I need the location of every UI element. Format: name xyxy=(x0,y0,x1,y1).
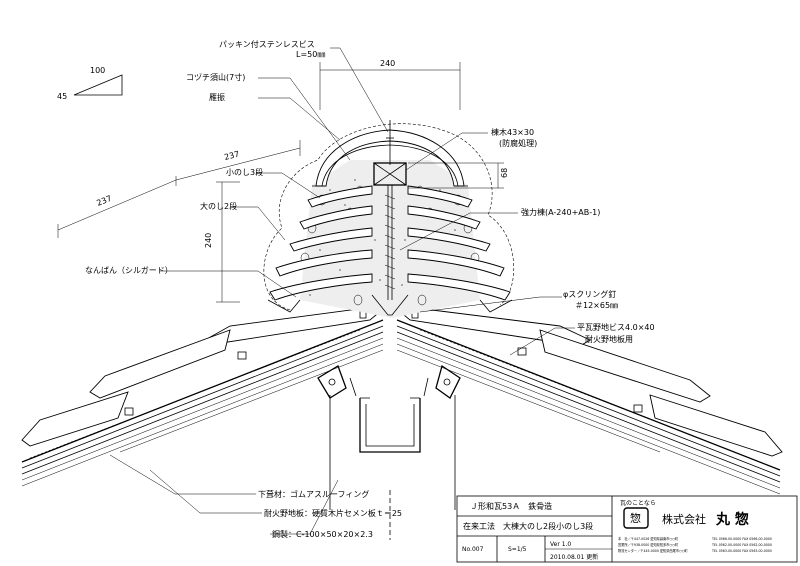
label-flat-screw: 平瓦野地ビス4.0×40 xyxy=(577,322,655,332)
title-version: Ver 1.0 xyxy=(550,541,571,548)
address-line-1: 本 社／〒447-0026 愛知県碧南市○○町 xyxy=(618,536,679,541)
title-date: 2010.08.01 更新 xyxy=(550,553,598,561)
label-nanban: なんばん（シルガード） xyxy=(85,265,173,275)
roof-structure xyxy=(21,304,783,495)
title-product: Ｊ形和瓦53Ａ 鉄骨造 xyxy=(470,501,552,511)
logo-char: 惣 xyxy=(630,511,641,525)
callout-labels: パッキン付ステンレスビス L=50㎜ コヅチ須山(7寸) 雁振 小のし3段 大の… xyxy=(85,39,655,539)
title-block: Ｊ形和瓦53Ａ 鉄骨造 在来工法 大棟大のし2段小のし3段 No.007 S=1… xyxy=(456,495,798,563)
label-screw-nail: φスクリング釘 xyxy=(563,289,616,299)
logo-caption: 瓦のことなら xyxy=(620,500,656,507)
company-logo: 瓦のことなら 惣 xyxy=(620,500,656,529)
dimension-slope-upper: 237 xyxy=(223,150,240,162)
label-konoshi: 小のし3段 xyxy=(226,167,263,177)
label-fireboard: 耐火野地板：硬質木片セメン板ｔ＝25 xyxy=(264,508,402,518)
ridge-beam xyxy=(371,120,409,316)
label-steel: 鋼製：C-100×50×20×2.3 xyxy=(272,529,373,539)
steel-c-channel xyxy=(317,364,461,540)
triangle-run-label: 100 xyxy=(90,66,105,75)
dimension-slope-lower: 237 xyxy=(95,194,113,208)
phone-line-1: TEL 0566-00-0000 FAX 0566-00-0000 xyxy=(711,537,772,541)
title-drawing-no: No.007 xyxy=(462,546,484,553)
address-line-2: 営業所／〒938-0000 愛知県知多市○○町 xyxy=(618,542,679,547)
dimension-stack-height: 240 xyxy=(204,233,213,248)
label-screw: パッキン付ステンレスビス xyxy=(219,39,315,49)
dimension-beam-height: 68 xyxy=(500,168,509,178)
label-screw-nail-size: ＃12×65㎜ xyxy=(575,301,618,310)
label-kyoryokumune: 強力棟(A-240+AB-1) xyxy=(521,207,600,217)
label-ganburi: 雁振 xyxy=(209,92,225,102)
label-kozuchi: コヅチ須山(7寸) xyxy=(186,72,245,82)
company-type: 株式会社 xyxy=(662,512,706,526)
title-method: 在来工法 大棟大のし2段小のし3段 xyxy=(463,521,593,531)
label-screw-length: L=50㎜ xyxy=(296,50,325,59)
title-scale: S=1/5 xyxy=(508,546,527,553)
label-underlay: 下葺材：ゴムアスルーフィング xyxy=(258,489,369,499)
noshi-tile-stack xyxy=(267,185,513,313)
slope-triangle: 100 45 xyxy=(57,66,123,101)
label-flat-screw-note: 耐火野地板用 xyxy=(585,334,633,344)
dimension-ridge-width: 240 xyxy=(380,59,395,68)
phone-line-3: TEL 0563-00-0000 FAX 0563-00-0000 xyxy=(711,549,772,553)
label-munagi: 棟木43×30 xyxy=(491,127,534,137)
address-line-3: 物流センター／〒445-0000 愛知県西尾市○○町 xyxy=(618,548,689,553)
label-munagi-note: (防腐処理) xyxy=(499,138,537,148)
company-name: 丸 惣 xyxy=(715,511,749,528)
label-oonoshi: 大のし2段 xyxy=(200,201,237,211)
leader-lines xyxy=(109,47,575,535)
triangle-rise-label: 45 xyxy=(57,92,67,101)
phone-line-2: TEL 0562-00-0000 FAX 0562-00-0000 xyxy=(711,543,772,547)
